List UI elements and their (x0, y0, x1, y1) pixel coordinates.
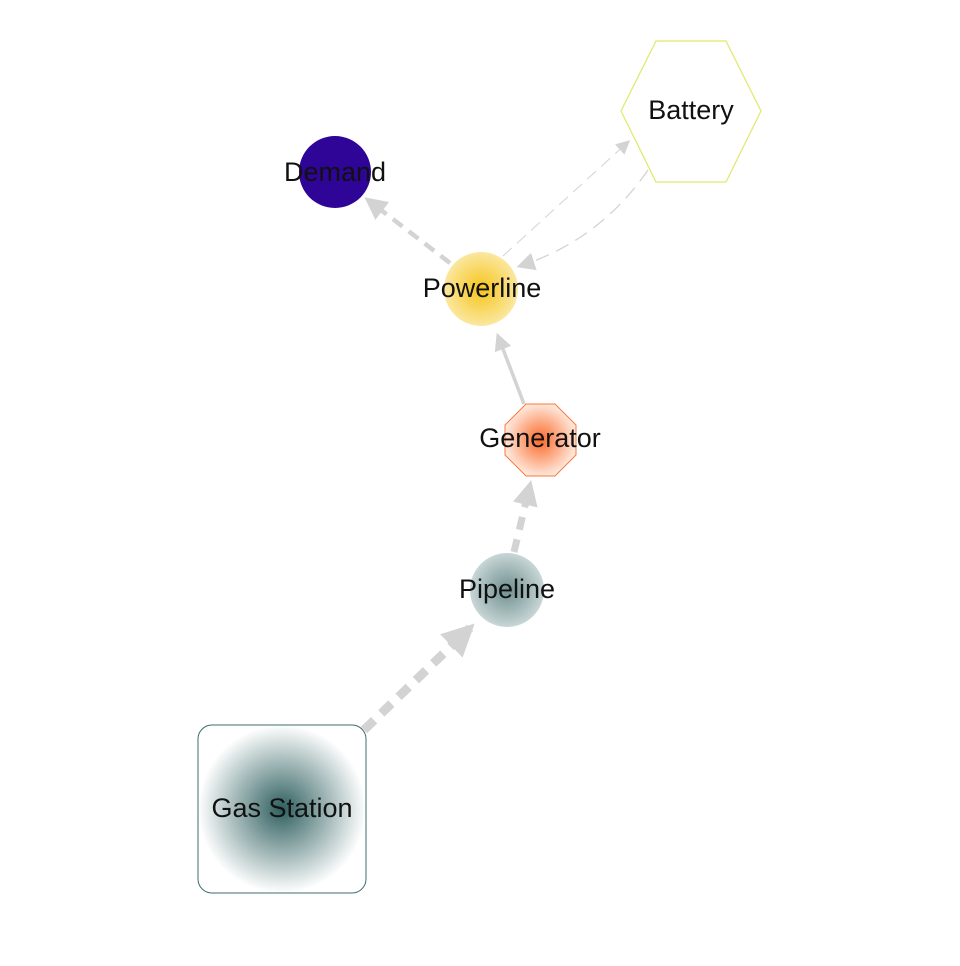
edge-generator-to-powerline (494, 332, 526, 405)
pipeline-circle-shape (470, 553, 544, 627)
generator-label: Generator (479, 423, 601, 453)
node-battery[interactable]: Battery (620, 40, 762, 183)
node-powerline[interactable]: Powerline (423, 252, 542, 326)
edge-powerline-to-battery (502, 140, 631, 257)
edge-powerline-to-demand (364, 197, 452, 265)
powerline-label: Powerline (423, 273, 542, 303)
node-generator[interactable]: Generator (479, 403, 601, 477)
generator-octagon-shape (504, 403, 577, 477)
edge-gas-station-to-pipeline (360, 623, 475, 734)
node-demand[interactable]: Demand (284, 136, 386, 208)
demand-circle-shape (299, 136, 371, 208)
battery-label: Battery (648, 95, 734, 125)
pipeline-label: Pipeline (459, 574, 555, 604)
edges (360, 140, 649, 734)
gas-station-label: Gas Station (211, 793, 352, 823)
gas-station-rounded-square-shape (197, 724, 367, 894)
edge-battery-to-powerline (516, 169, 649, 271)
battery-hexagon-shape (620, 40, 762, 183)
edge-pipeline-to-generator (510, 480, 538, 553)
demand-label: Demand (284, 157, 386, 187)
node-gas-station[interactable]: Gas Station (197, 724, 367, 894)
powerline-circle-shape (444, 252, 518, 326)
node-pipeline[interactable]: Pipeline (459, 553, 555, 627)
